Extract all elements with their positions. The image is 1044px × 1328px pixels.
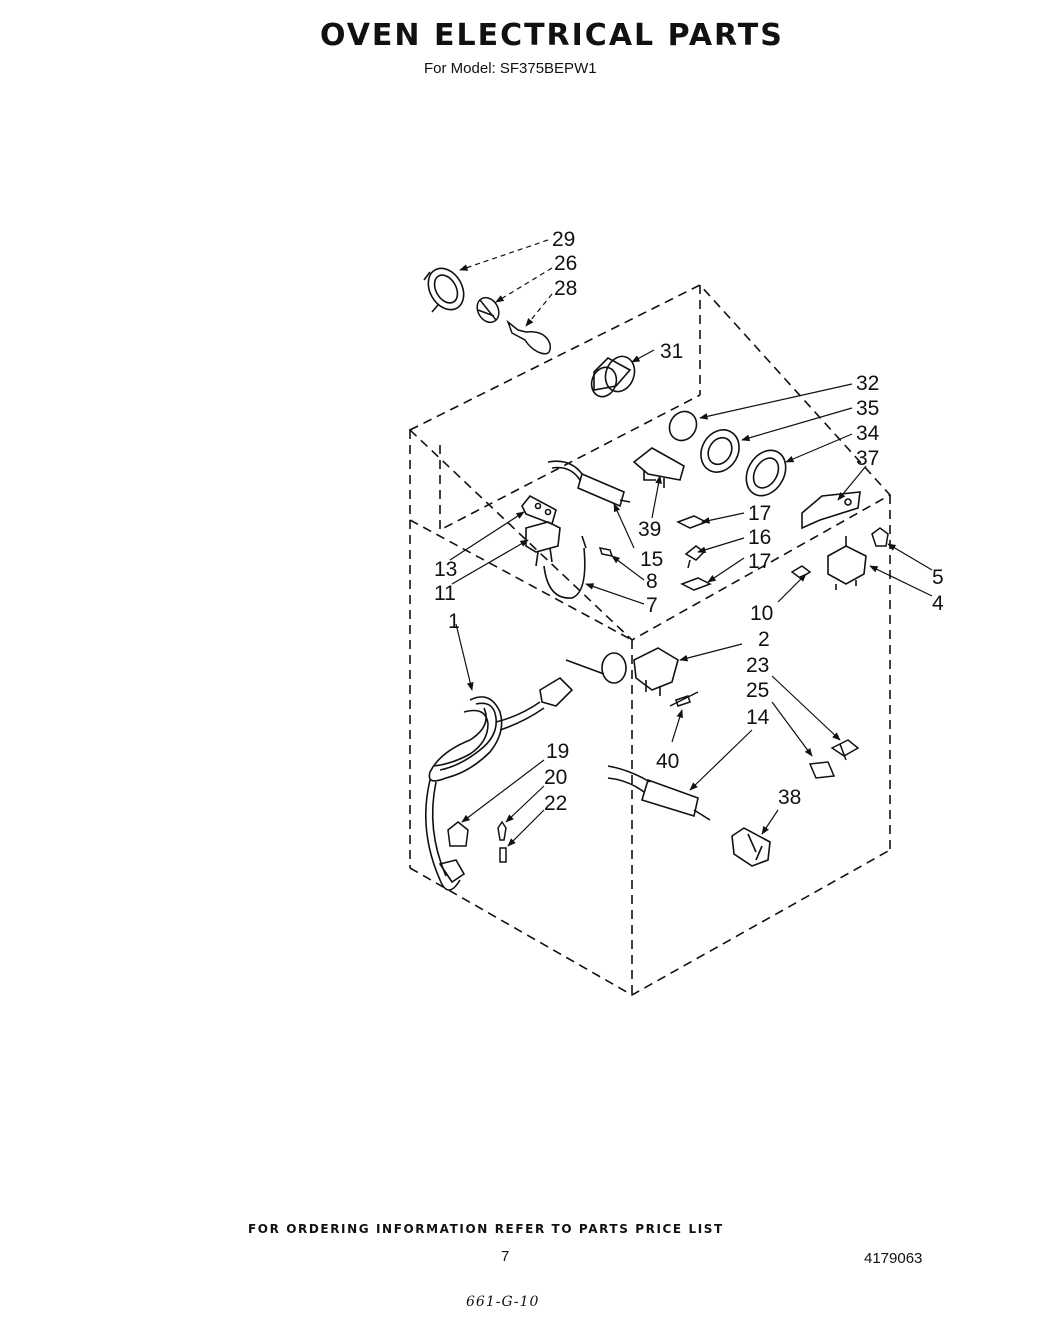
model-subtitle: For Model: SF375BEPW1 <box>424 60 597 77</box>
callout-34: 34 <box>856 422 880 445</box>
switch-part-39 <box>632 447 685 488</box>
ordering-note: FOR ORDERING INFORMATION REFER TO PARTS … <box>248 1222 724 1236</box>
gasket-parts <box>676 515 712 591</box>
handwritten-note: 661-G-10 <box>466 1294 540 1310</box>
power-cord-part-1 <box>424 676 574 891</box>
page-title: OVEN ELECTRICAL PARTS <box>320 18 784 53</box>
callout-39: 39 <box>638 518 661 541</box>
cabinet-outline <box>408 284 892 996</box>
part-40 <box>669 691 699 707</box>
part-10 <box>790 565 812 579</box>
wire-part-7 <box>543 535 587 599</box>
leader-lines <box>449 239 933 847</box>
part-19 <box>447 821 469 847</box>
selector-switch-part-4 <box>827 536 867 590</box>
callout-40: 40 <box>656 750 679 773</box>
page-number: 7 <box>501 1248 510 1265</box>
callout-15: 15 <box>640 548 663 571</box>
lamp-bulb-part <box>506 319 551 355</box>
sensor-part-15 <box>547 460 631 508</box>
callout-13: 13 <box>434 558 457 581</box>
part-23 <box>830 739 860 761</box>
part-38 <box>731 827 771 867</box>
callout-8: 8 <box>646 570 658 593</box>
callout-16: 16 <box>748 526 771 549</box>
document-number: 4179063 <box>864 1250 923 1267</box>
sleeve-part <box>590 355 636 398</box>
thermostat-part-2 <box>565 647 679 696</box>
bracket-part-13 <box>521 494 557 526</box>
switch-part-16 <box>684 545 706 569</box>
part-5 <box>871 527 889 547</box>
callout-23: 23 <box>746 654 769 677</box>
callout-38: 38 <box>778 786 801 809</box>
callout-1: 1 <box>448 610 460 633</box>
lamp-housing-part <box>423 267 465 313</box>
callout-17-upper: 17 <box>748 502 771 525</box>
callout-26: 26 <box>554 252 577 275</box>
callout-35: 35 <box>856 397 879 420</box>
callout-25: 25 <box>746 679 769 702</box>
callout-28: 28 <box>554 277 577 300</box>
callout-5: 5 <box>932 566 944 589</box>
callout-labels: 29 26 28 31 32 35 34 37 17 16 17 39 15 1… <box>434 228 944 815</box>
ring-parts <box>668 410 787 497</box>
callout-7: 7 <box>646 594 658 617</box>
callout-32: 32 <box>856 372 879 395</box>
callout-17-lower: 17 <box>748 550 771 573</box>
callout-31: 31 <box>660 340 683 363</box>
callout-2: 2 <box>758 628 770 651</box>
terminal-part-8 <box>598 547 614 557</box>
element-part-14 <box>607 765 711 821</box>
callout-29: 29 <box>552 228 575 251</box>
bracket-part-37 <box>801 491 861 530</box>
callout-19: 19 <box>546 740 569 763</box>
callout-22: 22 <box>544 792 567 815</box>
part-20-and-22 <box>497 820 507 863</box>
part-25 <box>808 761 836 779</box>
callout-20: 20 <box>544 766 567 789</box>
callout-14: 14 <box>746 706 770 729</box>
callout-37: 37 <box>856 447 879 470</box>
callout-4: 4 <box>932 592 944 615</box>
lamp-socket-part <box>476 296 500 324</box>
callout-11: 11 <box>434 582 456 605</box>
callout-10: 10 <box>750 602 773 625</box>
